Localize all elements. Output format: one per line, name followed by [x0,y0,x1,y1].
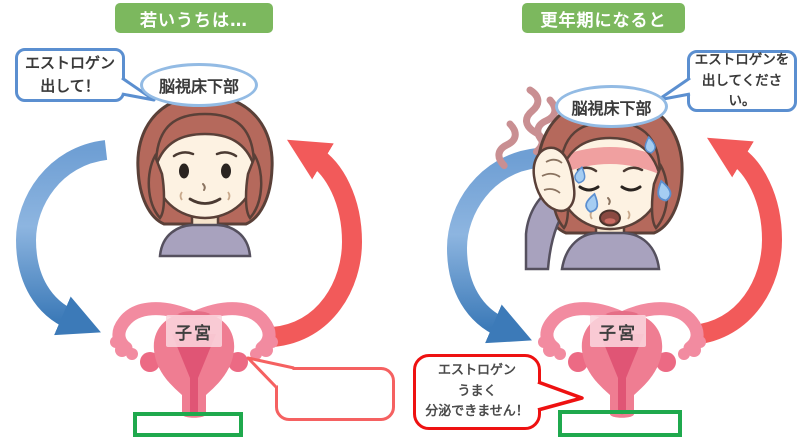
green-placeholder-box-left [133,412,243,437]
menopausal-woman-illustration [495,86,684,271]
hypothalamus-label-left: 脳視床下部 [140,63,258,107]
request-bubble-left-line2: 出して！ [40,77,100,95]
response-bubble-right-line1: エストロゲン [437,362,516,378]
response-bubble-right: エストロゲン うまく 分泌できません！ [413,354,541,430]
hand-on-forehead-icon [532,146,576,213]
empty-response-bubble-left-tail-icon [246,356,295,389]
estrogen-request-bubble-left: エストロゲン 出して！ [15,48,125,102]
estrogen-feedback-arrow-red-left-icon [271,139,363,347]
left-panel-title: 若いうちは… [115,3,273,33]
estrogen-request-bubble-right: エストロゲンを 出してください。 [687,50,797,112]
young-woman-illustration [136,94,274,258]
response-bubble-right-line2: うまく [457,383,497,399]
response-bubble-right-line3: 分泌できません！ [425,404,529,420]
hypothalamus-label-right: 脳視床下部 [555,85,668,128]
request-bubble-right-line2: 出してください。 [701,72,783,110]
estrogen-feedback-arrow-red-right-icon [691,137,783,345]
hormone-signal-arrow-blue-right-icon [446,148,539,344]
sweat-drop-icon [574,135,672,213]
hormone-signal-arrow-blue-left-icon [15,140,108,336]
request-bubble-left-line1: エストロゲン [24,53,115,72]
empty-response-bubble-left [275,367,395,421]
response-bubble-right-tail-icon [537,380,584,412]
uterus-label-left: 子宮 [166,315,222,347]
right-panel-title: 更年期になると [522,3,685,33]
uterus-label-right: 子宮 [590,315,646,347]
request-bubble-right-line1: エストロゲンを [694,51,790,68]
green-placeholder-box-right [558,410,682,437]
